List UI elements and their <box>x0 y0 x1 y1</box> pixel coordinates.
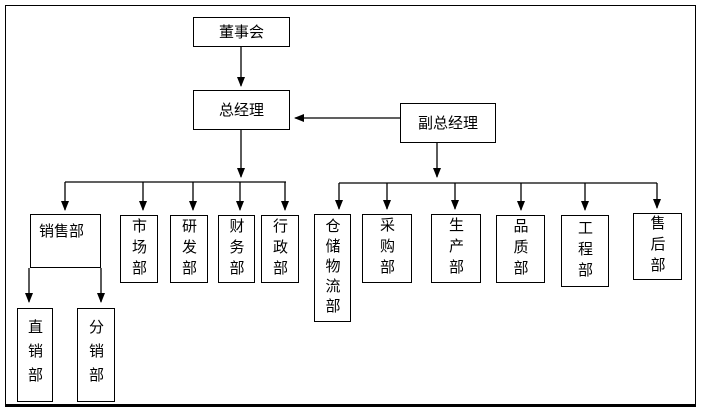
node-after-sales-dept: 售后部 <box>633 213 682 280</box>
node-label: 采购部 <box>378 217 396 280</box>
node-label: 副总经理 <box>417 114 478 132</box>
node-admin-dept: 行政部 <box>261 215 299 283</box>
node-label: 市场部 <box>130 217 148 281</box>
node-label: 品质部 <box>511 217 530 281</box>
node-distribution-dept: 分销部 <box>77 308 115 402</box>
node-production-dept: 生产部 <box>431 214 481 283</box>
node-direct-sales-dept: 直销部 <box>17 308 53 402</box>
node-label: 生产部 <box>447 217 465 280</box>
node-general-manager: 总经理 <box>193 90 290 130</box>
node-label: 直销部 <box>26 319 44 391</box>
node-label: 总经理 <box>218 101 264 119</box>
diagram-border <box>5 5 696 407</box>
node-label: 工程部 <box>576 219 594 283</box>
node-label: 仓储物流部 <box>323 218 342 318</box>
node-deputy-general-manager: 副总经理 <box>400 103 496 143</box>
node-label: 售后部 <box>648 215 667 278</box>
node-label: 财务部 <box>227 217 246 281</box>
node-warehouse-logistics-dept: 仓储物流部 <box>314 214 351 322</box>
node-engineering-dept: 工程部 <box>561 215 609 287</box>
node-label: 行政部 <box>271 217 289 281</box>
node-label: 分销部 <box>87 319 105 391</box>
node-label: 董事会 <box>218 23 264 41</box>
node-rnd-dept: 研发部 <box>170 215 208 283</box>
node-board-of-directors: 董事会 <box>193 17 290 47</box>
node-purchasing-dept: 采购部 <box>362 214 412 283</box>
node-finance-dept: 财务部 <box>218 215 255 283</box>
node-quality-dept: 品质部 <box>496 215 545 283</box>
node-sales-dept: 销售部 <box>30 214 101 268</box>
node-label: 销售部 <box>39 222 85 240</box>
node-label: 研发部 <box>180 217 198 281</box>
node-marketing-dept: 市场部 <box>120 215 158 283</box>
